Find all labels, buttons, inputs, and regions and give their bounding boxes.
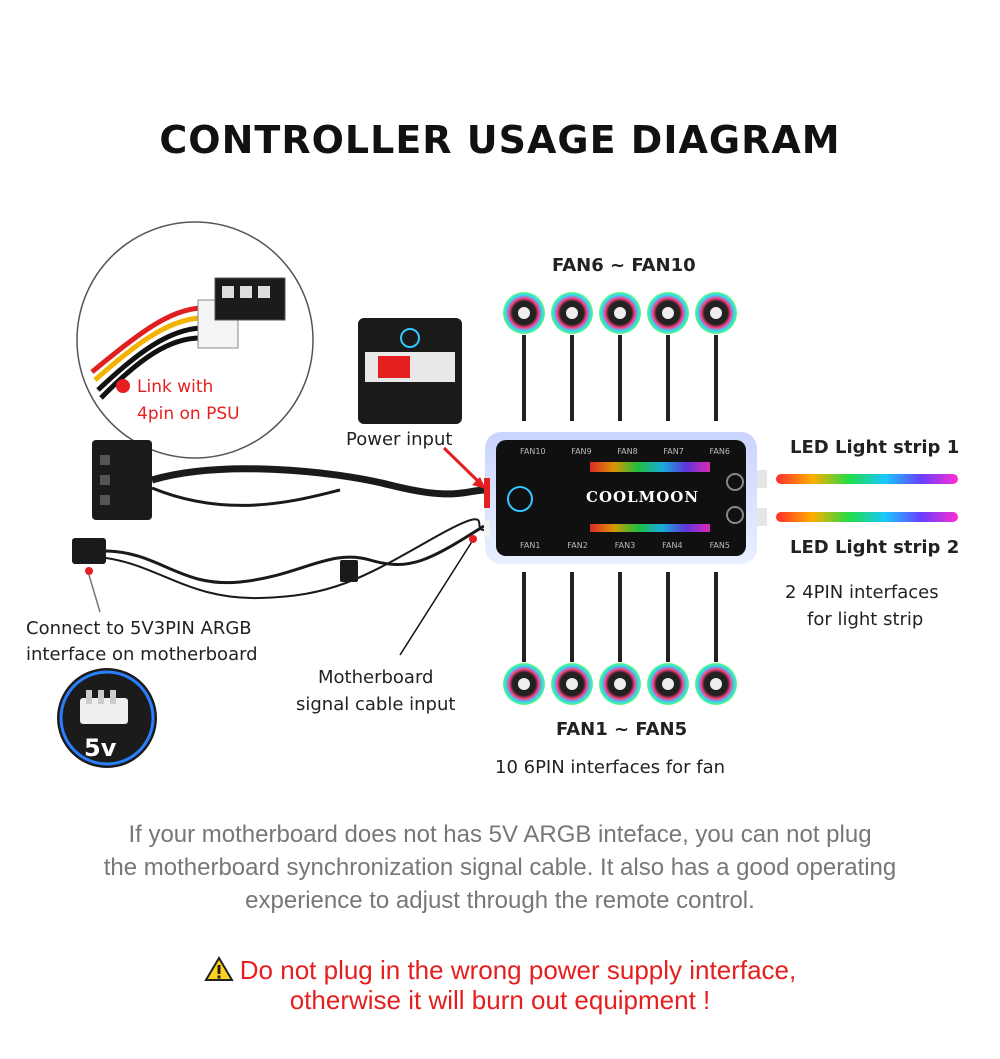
signal-cable-line1: Motherboard [318, 667, 434, 688]
warning-text: Do not plug in the wrong power supply in… [239, 955, 797, 985]
warning-triangle-icon [204, 956, 234, 981]
five-v-header-zoom [57, 668, 157, 768]
power-input-label: Power input [346, 429, 453, 450]
mb-connect-line1: Connect to 5V3PIN ARGB [26, 618, 252, 639]
led2-label: LED Light strip 2 [790, 537, 960, 558]
port-label: FAN8 [617, 447, 638, 456]
port-label: FAN2 [567, 541, 588, 550]
fans-top-row [503, 292, 737, 421]
molex-connector [92, 440, 485, 520]
strip-interfaces-line2: for light strip [807, 609, 924, 630]
port-label: FAN3 [614, 541, 636, 550]
led-strip-2 [776, 512, 958, 522]
board-bottom-ports: FAN1 FAN2 FAN3 FAN4 FAN5 [520, 541, 730, 550]
board-top-ports: FAN10 FAN9 FAN8 FAN7 FAN6 [520, 447, 730, 456]
red-dot-icon [85, 567, 93, 575]
page-title: CONTROLLER USAGE DIAGRAM [159, 118, 841, 162]
red-dot-icon [469, 535, 477, 543]
warning-text: otherwise it will burn out equipment ! [289, 985, 711, 1015]
note-line: experience to adjust through the remote … [245, 887, 755, 914]
port-label: FAN7 [663, 447, 684, 456]
note-line: the motherboard synchronization signal c… [103, 854, 897, 881]
warning-block: Do not plug in the wrong power supply in… [0, 955, 1000, 1015]
note-line: If your motherboard does not has 5V ARGB… [128, 821, 872, 848]
signal-cable-line2: signal cable input [296, 694, 456, 715]
port-label: FAN6 [709, 447, 730, 456]
mb-connect-line2: interface on motherboard [26, 644, 258, 665]
controller-diagram [57, 221, 958, 768]
port-label: FAN5 [709, 541, 730, 550]
psu-link-line1: Link with [137, 377, 214, 397]
red-dot-icon [116, 379, 130, 393]
fan-bottom-label: FAN1 ~ FAN5 [556, 719, 688, 740]
five-v-label: 5v [84, 734, 117, 762]
psu-link-line2: 4pin on PSU [137, 404, 240, 424]
controller-board [484, 432, 767, 564]
strip-interfaces-line1: 2 4PIN interfaces [785, 582, 939, 603]
fan-interfaces-label: 10 6PIN interfaces for fan [495, 757, 726, 778]
warning-line-1: Do not plug in the wrong power supply in… [0, 955, 1000, 985]
led-strip-1 [776, 474, 958, 484]
fans-bottom-row [503, 572, 737, 705]
port-label: FAN1 [520, 541, 541, 550]
led1-label: LED Light strip 1 [790, 437, 960, 458]
psu-connector-zoom [76, 221, 314, 459]
brand-label: COOLMOON [586, 488, 700, 506]
motherboard-connector [72, 518, 485, 613]
fan-top-label: FAN6 ~ FAN10 [552, 255, 696, 276]
port-label: FAN4 [662, 541, 683, 550]
port-label: FAN10 [520, 447, 546, 456]
info-note: If your motherboard does not has 5V ARGB… [0, 818, 1000, 917]
port-label: FAN9 [571, 447, 592, 456]
power-input-zoom [358, 318, 486, 656]
